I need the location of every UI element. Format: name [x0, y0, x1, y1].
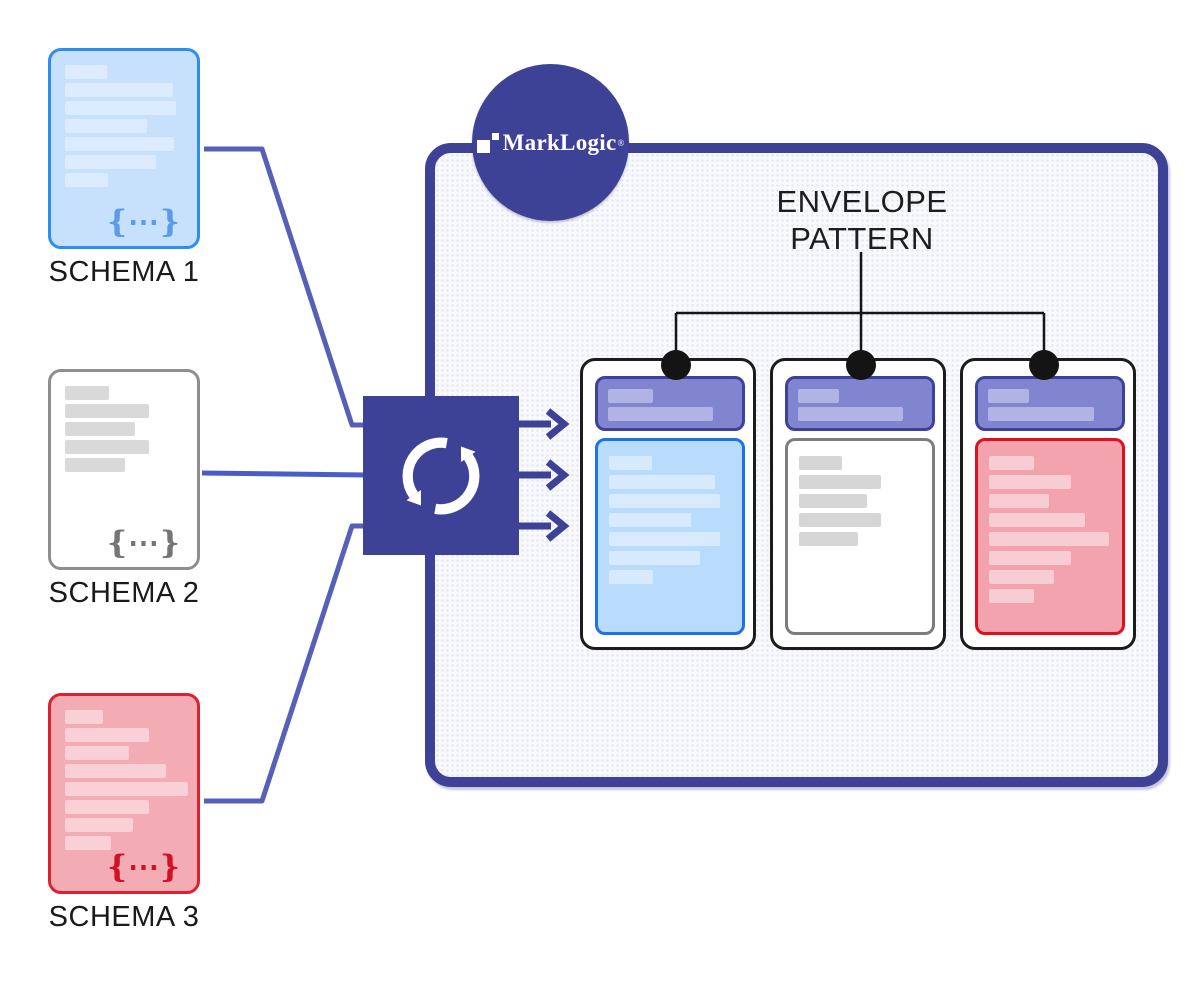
schema-2: {⋯} SCHEMA 2 [48, 369, 200, 609]
schema-2-label: SCHEMA 2 [48, 577, 200, 609]
schema-1-document: {⋯} [48, 48, 200, 249]
text-line-bar [65, 155, 156, 169]
text-line-bar [798, 389, 839, 403]
schema-3: {⋯} SCHEMA 3 [48, 693, 200, 933]
text-line-bar [988, 389, 1029, 403]
schema1-connector-line [204, 146, 366, 428]
text-line-bar [798, 407, 903, 421]
text-line-bar [65, 782, 188, 796]
sync-arrows-icon [402, 437, 480, 514]
text-line-bar [65, 137, 174, 151]
text-line-bar [608, 407, 713, 421]
document-text-bars [65, 710, 197, 850]
json-brace-symbol: {⋯} [107, 525, 181, 561]
text-line-bar [65, 800, 149, 814]
json-brace-symbol: {⋯} [107, 849, 181, 885]
schema-3-label: SCHEMA 3 [48, 901, 200, 933]
schema-1-label: SCHEMA 1 [48, 256, 200, 288]
text-line-bar [65, 404, 149, 418]
text-line-bar [608, 389, 653, 403]
envelope-metadata-header [785, 376, 935, 431]
text-line-bar [65, 422, 135, 436]
marklogic-logo-badge: MarkLogic ® [472, 64, 629, 221]
text-line-bar [989, 494, 1049, 508]
envelope-source-body [595, 438, 745, 635]
text-line-bar [65, 746, 129, 760]
text-line-bar [989, 456, 1034, 470]
text-line-bar [609, 532, 720, 546]
text-line-bar [609, 475, 715, 489]
text-line-bar [609, 551, 700, 565]
json-brace-symbol: {⋯} [107, 204, 181, 240]
schema-3-document: {⋯} [48, 693, 200, 894]
envelope-metadata-header [595, 376, 745, 431]
text-line-bar [799, 475, 881, 489]
text-line-bar [65, 101, 176, 115]
text-line-bar [65, 818, 133, 832]
schema2-connector-line [201, 470, 367, 478]
text-line-bar [65, 119, 147, 133]
registered-trademark-symbol: ® [617, 137, 625, 148]
text-line-bar [65, 458, 125, 472]
marklogic-logo: MarkLogic ® [476, 129, 625, 156]
envelope-source-body [975, 438, 1125, 635]
text-line-bar [989, 513, 1085, 527]
text-line-bar [65, 764, 166, 778]
transform-box [363, 396, 519, 555]
document-text-bars [65, 65, 197, 187]
text-line-bar [989, 475, 1071, 489]
text-line-bar [65, 710, 103, 724]
text-line-bar [989, 532, 1109, 546]
text-line-bar [989, 589, 1034, 603]
text-line-bar [799, 456, 842, 470]
text-line-bar [65, 440, 149, 454]
marklogic-squares-icon [476, 132, 500, 154]
title-line-2: PATTERN [790, 221, 934, 256]
text-line-bar [609, 456, 652, 470]
text-line-bar [65, 173, 108, 187]
text-line-bar [65, 83, 173, 97]
text-line-bar [989, 551, 1071, 565]
text-line-bar [65, 65, 107, 79]
marklogic-wordmark: MarkLogic [502, 129, 617, 155]
schema-2-document: {⋯} [48, 369, 200, 570]
envelope-card-blue [580, 358, 756, 650]
text-line-bar [988, 407, 1094, 421]
text-line-bar [65, 728, 149, 742]
text-line-bar [65, 386, 109, 400]
text-line-bar [799, 532, 858, 546]
title-line-1: ENVELOPE [776, 184, 948, 219]
text-line-bar [799, 513, 881, 527]
envelope-pattern-title: ENVELOPE PATTERN [737, 183, 987, 257]
envelope-card-red [960, 358, 1136, 650]
text-line-bar [989, 570, 1054, 584]
schema3-connector-line [204, 523, 366, 804]
envelope-metadata-header [975, 376, 1125, 431]
envelope-card-white [770, 358, 946, 650]
text-line-bar [65, 836, 111, 850]
schema-1: {⋯} SCHEMA 1 [48, 48, 200, 288]
text-line-bar [609, 570, 653, 584]
text-line-bar [609, 494, 720, 508]
document-text-bars [65, 386, 197, 472]
text-line-bar [799, 494, 867, 508]
text-line-bar [609, 513, 691, 527]
envelope-source-body [785, 438, 935, 635]
